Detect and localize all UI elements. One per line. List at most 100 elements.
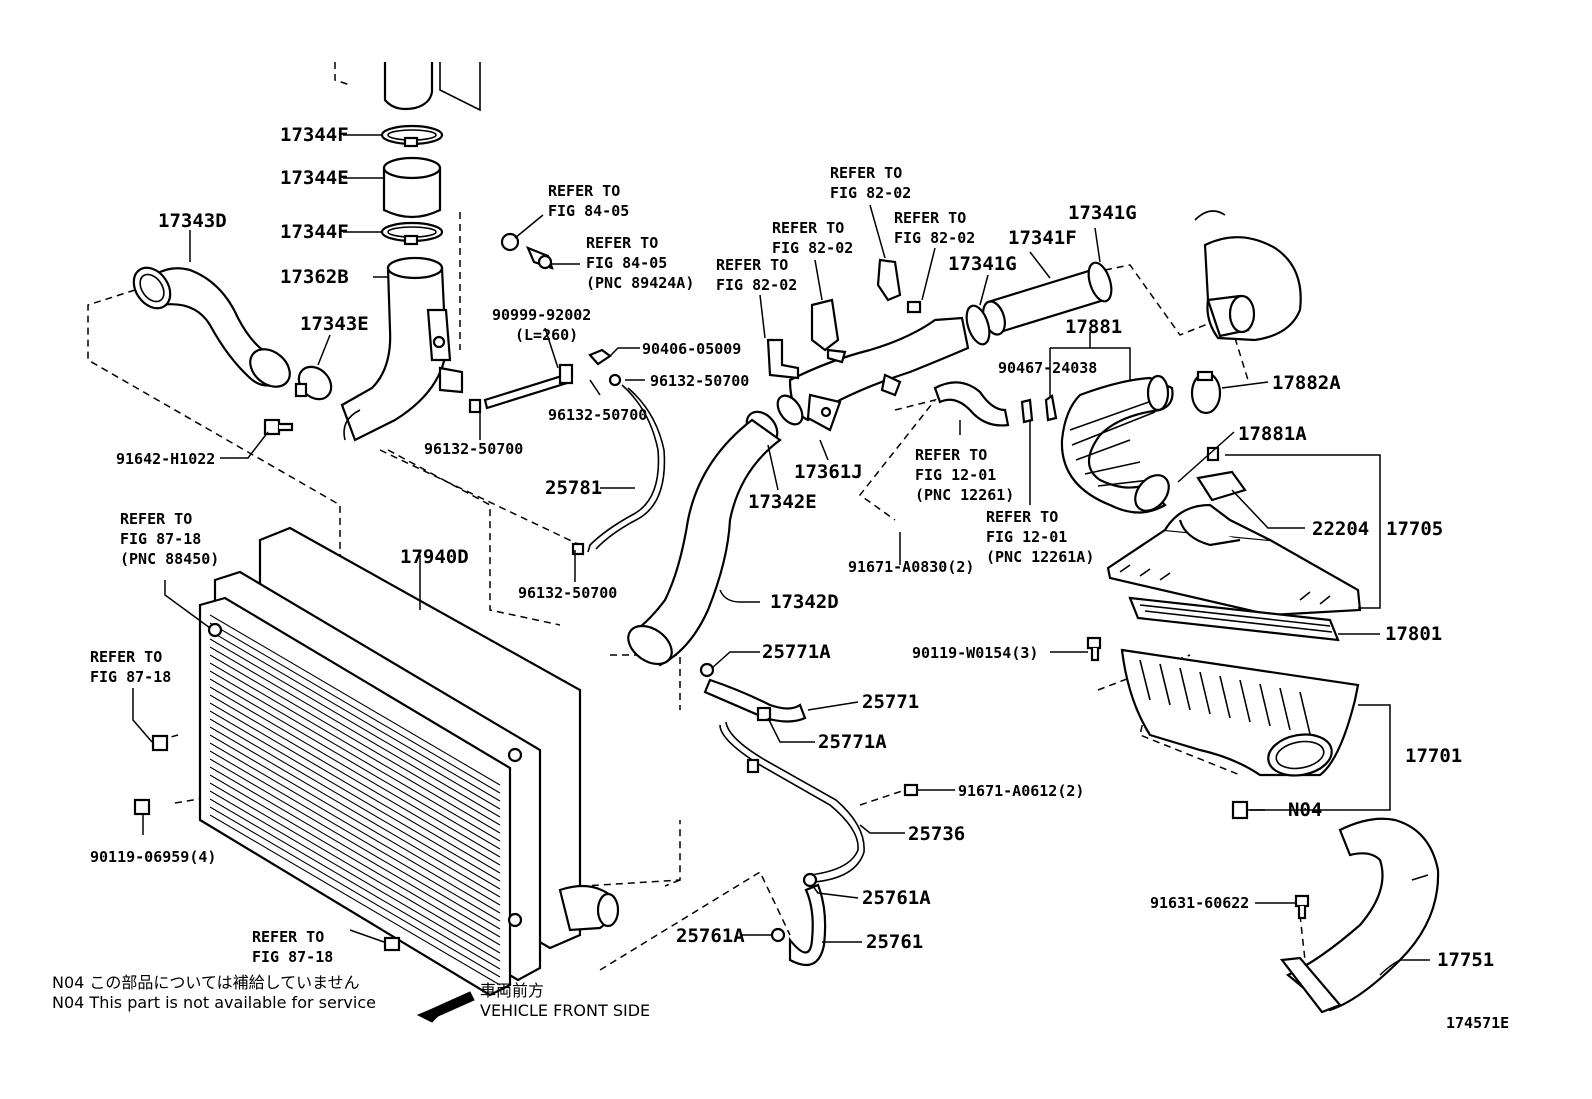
label-17341G-top: 17341G — [1068, 202, 1137, 224]
refer-12-01-a-line3: (PNC 12261) — [915, 486, 1014, 504]
hose-17344E — [382, 156, 442, 219]
refer-84-05-b-line2: FIG 84-05 — [586, 254, 667, 272]
intercooler-fin — [209, 614, 501, 786]
clamp-17344F-top — [380, 124, 444, 148]
label-90999-92002: 90999-92002 — [492, 306, 591, 324]
label-17343E: 17343E — [300, 313, 369, 335]
intercooler-fin — [209, 638, 501, 810]
sensor-refer-84-05 — [500, 232, 554, 270]
label-17342D: 17342D — [770, 591, 839, 613]
refer-82-02-c-line2: FIG 82-02 — [830, 184, 911, 202]
label-25781: 25781 — [545, 477, 602, 499]
hose-25771 — [699, 662, 807, 723]
intercooler-fin — [209, 774, 501, 946]
label-25736: 25736 — [908, 823, 965, 845]
label-96132-50700-c: 96132-50700 — [518, 584, 617, 602]
intercooler-fin — [209, 710, 501, 882]
label-17343D: 17343D — [158, 210, 227, 232]
refer-12-01-a-line2: FIG 12-01 — [915, 466, 996, 484]
hose-25761 — [770, 872, 827, 967]
label-25761A-right: 25761A — [862, 887, 931, 909]
bolt-90119-06959 — [133, 798, 151, 816]
vehicle-front-english: VEHICLE FRONT SIDE — [480, 1001, 650, 1020]
bolt-91631 — [1294, 894, 1310, 920]
refer-82-02-a-line2: FIG 82-02 — [716, 276, 797, 294]
label-91642-H1022: 91642-H1022 — [116, 450, 215, 468]
note-n04-english: N04 This part is not available for servi… — [52, 993, 376, 1012]
intercooler-fin — [209, 718, 501, 890]
label-17751: 17751 — [1437, 949, 1494, 971]
label-17341G-mid: 17341G — [948, 253, 1017, 275]
label-17801: 17801 — [1385, 623, 1442, 645]
label-25771: 25771 — [862, 691, 919, 713]
bolt-91671-a0612 — [903, 783, 919, 797]
vehicle-front-japanese: 車両前方 — [480, 981, 544, 1000]
refer-87-18-a-line3: (PNC 88450) — [120, 550, 219, 568]
intercooler-fin — [209, 630, 501, 802]
grommet-N04 — [1231, 800, 1249, 820]
element-17801 — [1128, 596, 1340, 642]
label-96132-50700-b: 96132-50700 — [650, 372, 749, 390]
refer-12-01-b-line3: (PNC 12261A) — [986, 548, 1094, 566]
bolt-90119-w0154 — [1086, 636, 1102, 662]
clamp-17341G-top — [1087, 261, 1113, 303]
refer-84-05-b-line3: (PNC 89424A) — [586, 274, 694, 292]
duct-17751 — [1279, 817, 1440, 1014]
intercooler-fin — [209, 654, 501, 826]
brackets-refer-82-02 — [766, 258, 922, 380]
label-90999-length: (L=260) — [515, 326, 578, 344]
clamp-17341G-mid — [965, 304, 991, 346]
note-n04-japanese: N04 この部品については補給していません — [52, 973, 360, 992]
clamp-17343E — [294, 365, 333, 401]
refer-82-02-d-line2: FIG 82-02 — [894, 229, 975, 247]
intercooler-fin — [209, 790, 501, 962]
refer-87-18-c-line1: REFER TO — [252, 928, 324, 946]
refer-labels: REFER TO FIG 84-05 REFER TO FIG 84-05 (P… — [90, 164, 1094, 966]
label-25771A-bottom: 25771A — [818, 731, 887, 753]
label-17361J: 17361J — [794, 461, 863, 483]
leader-lines — [132, 134, 1430, 976]
label-91671-A0612: 91671-A0612(2) — [958, 782, 1084, 800]
label-90119-06959: 90119-06959(4) — [90, 848, 216, 866]
bolt-91642 — [263, 418, 294, 436]
fitting-90406 — [588, 348, 612, 366]
refer-87-18-c-line2: FIG 87-18 — [252, 948, 333, 966]
label-90406-05009: 90406-05009 — [642, 340, 741, 358]
refer-84-05-b-line1: REFER TO — [586, 234, 658, 252]
upper-pipe-stub — [383, 62, 481, 112]
intercooler-fin — [209, 782, 501, 954]
label-N04: N04 — [1288, 799, 1322, 821]
intercooler-fin — [209, 678, 501, 850]
label-90467-24038: 90467-24038 — [998, 359, 1097, 377]
refer-12-01-b-line1: REFER TO — [986, 508, 1058, 526]
clip-12261A — [1020, 398, 1034, 424]
label-96132-50700-top-mid: 96132-50700 — [548, 406, 647, 424]
intercooler-fin — [209, 758, 501, 930]
intercooler-fins — [209, 614, 501, 986]
refer-12-01-a-line1: REFER TO — [915, 446, 987, 464]
intercooler-fin — [209, 814, 501, 986]
intercooler-fin — [209, 702, 501, 874]
intercooler-fin — [209, 726, 501, 898]
label-22204: 22204 — [1312, 518, 1369, 540]
hose-17343D — [132, 266, 291, 388]
intercooler-fin — [209, 670, 501, 842]
intercooler-17940D — [198, 526, 620, 997]
refer-87-18-b-line1: REFER TO — [90, 648, 162, 666]
label-17940D: 17940D — [400, 546, 469, 568]
label-17881: 17881 — [1065, 316, 1122, 338]
label-25761A-left: 25761A — [676, 925, 745, 947]
turbo-outline — [1194, 210, 1302, 342]
pipe-17362B — [340, 256, 464, 442]
label-17705: 17705 — [1386, 518, 1443, 540]
clamp-17344F-bottom — [380, 221, 444, 246]
intercooler-fin — [209, 750, 501, 922]
footnotes: N04 この部品については補給していません N04 This part is n… — [52, 973, 650, 1023]
air-cleaner-cap-17705 — [1106, 503, 1362, 617]
hose-25781 — [571, 373, 666, 556]
sensor-22204 — [1196, 446, 1247, 502]
refer-87-18-b-line2: FIG 87-18 — [90, 668, 171, 686]
label-25761: 25761 — [866, 931, 923, 953]
label-25771A-top: 25771A — [762, 641, 831, 663]
